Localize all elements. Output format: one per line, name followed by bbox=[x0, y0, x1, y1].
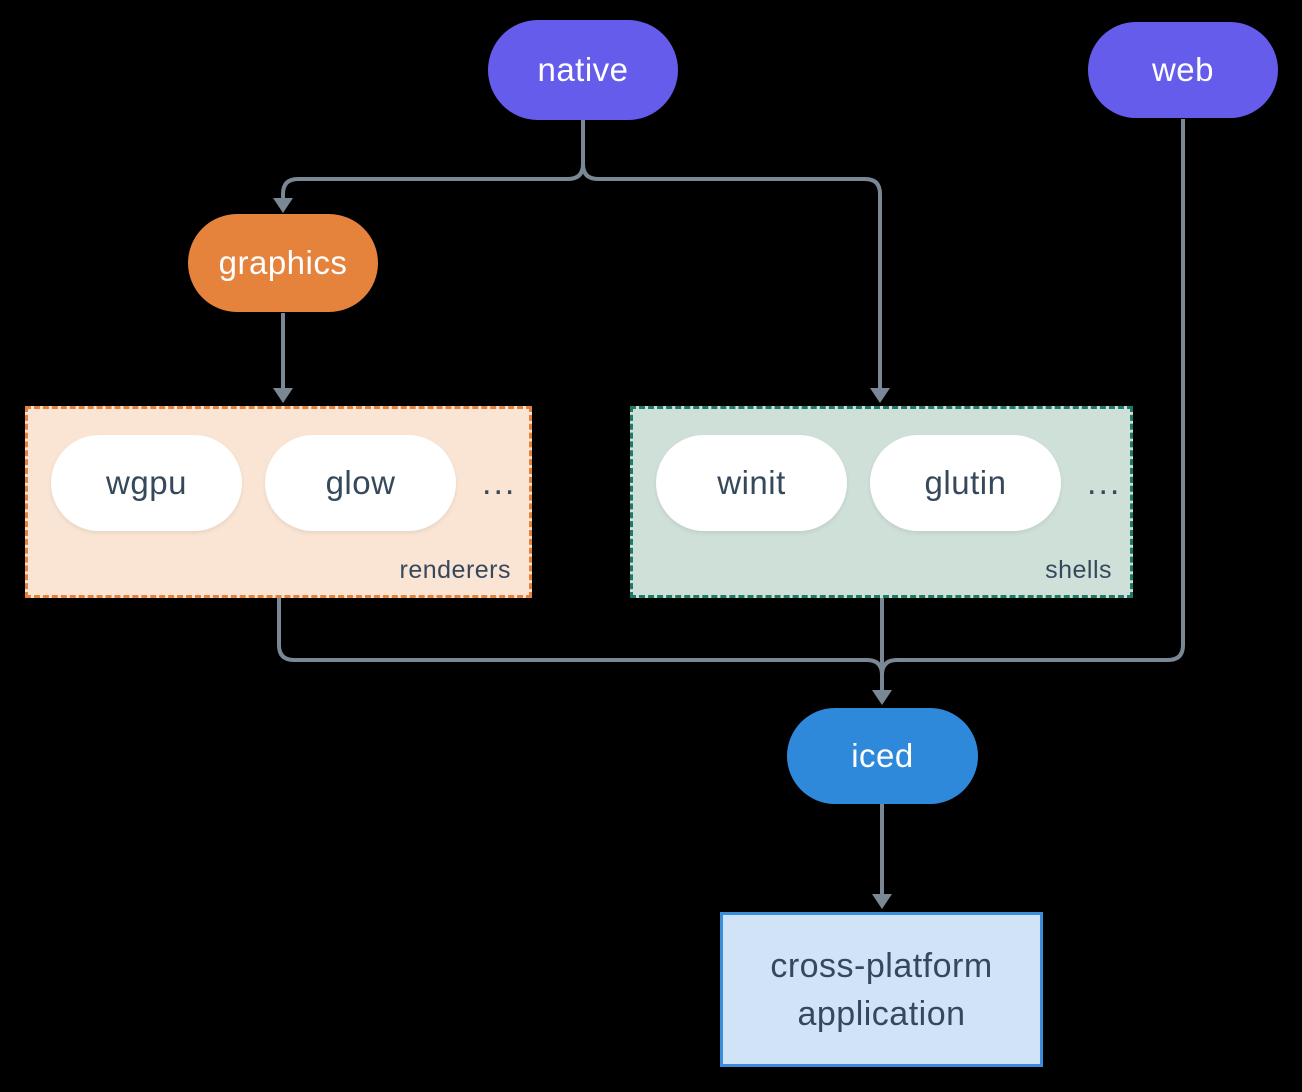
group-shells: winit glutin ... shells bbox=[630, 406, 1133, 598]
renderers-group-label: renderers bbox=[399, 556, 511, 584]
edge-native-to-shells bbox=[581, 120, 882, 388]
renderers-pill-row: wgpu glow ... bbox=[51, 435, 516, 531]
node-web: web bbox=[1088, 22, 1278, 118]
node-glow: glow bbox=[265, 435, 456, 531]
node-graphics-label: graphics bbox=[218, 244, 348, 281]
arrowhead-into-renderers bbox=[273, 388, 293, 403]
arrowhead-into-iced bbox=[872, 690, 892, 705]
node-native: native bbox=[488, 20, 678, 120]
node-glow-label: glow bbox=[325, 464, 396, 501]
node-wgpu: wgpu bbox=[51, 435, 242, 531]
node-native-label: native bbox=[537, 51, 629, 88]
shells-pill-row: winit glutin ... bbox=[656, 435, 1121, 531]
node-winit: winit bbox=[656, 435, 847, 531]
node-iced-label: iced bbox=[851, 737, 914, 774]
edge-renderers-to-merge bbox=[277, 598, 884, 676]
node-web-label: web bbox=[1151, 51, 1215, 88]
shells-ellipsis: ... bbox=[1087, 463, 1122, 502]
application-label-line1: cross-platform bbox=[770, 946, 993, 985]
group-renderers: wgpu glow ... renderers bbox=[25, 406, 532, 598]
arrowhead-into-application bbox=[872, 894, 892, 909]
node-cross-platform-application: cross-platform application bbox=[720, 912, 1043, 1067]
node-wgpu-label: wgpu bbox=[106, 464, 187, 501]
node-glutin-label: glutin bbox=[924, 464, 1007, 501]
edge-native-to-graphics bbox=[281, 120, 585, 198]
node-winit-label: winit bbox=[717, 464, 786, 501]
node-glutin: glutin bbox=[870, 435, 1061, 531]
node-graphics: graphics bbox=[188, 214, 378, 312]
shells-group-label: shells bbox=[1045, 556, 1112, 584]
application-label-line2: application bbox=[797, 994, 966, 1033]
arrowhead-into-graphics bbox=[273, 198, 293, 213]
node-iced: iced bbox=[787, 708, 978, 804]
renderers-ellipsis: ... bbox=[482, 463, 517, 502]
arrowhead-into-shells bbox=[870, 388, 890, 403]
